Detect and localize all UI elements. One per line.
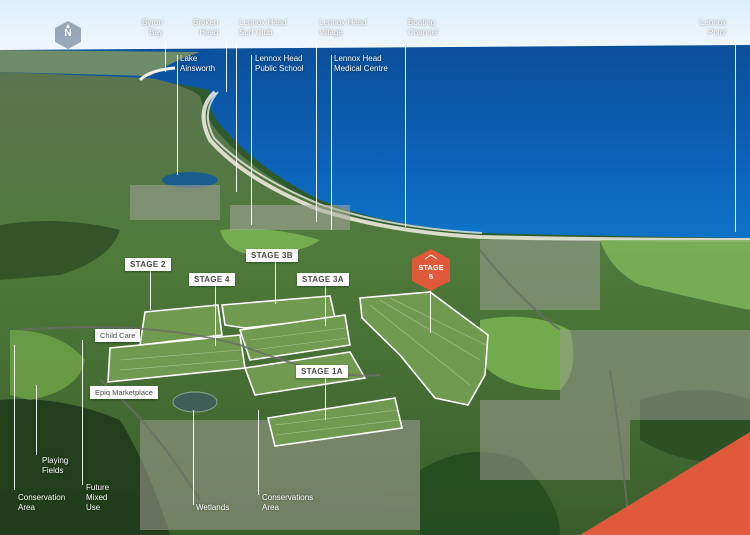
callout-line-conservations	[258, 410, 259, 495]
callout-line-village	[316, 42, 317, 222]
forest-left	[0, 221, 120, 280]
callout-line-lennox-point	[735, 42, 736, 232]
callout-line-stage5	[430, 288, 431, 333]
callout-line-conservation	[14, 345, 15, 490]
epiq-marketplace-pill[interactable]: Epiq Marketplace	[90, 386, 158, 399]
callout-line-byron	[165, 42, 166, 72]
development-parcels	[107, 291, 489, 447]
callout-line-surf-club	[236, 42, 237, 192]
label-wetlands: Wetlands	[196, 503, 230, 512]
callout-line-boating	[405, 42, 406, 227]
label-medical-centre: Lennox Head Medical Centre	[334, 54, 388, 73]
label-lake-ainsworth: Lake Ainsworth	[180, 54, 216, 73]
label-broken-head: Broken Head	[193, 18, 219, 37]
ocean	[0, 45, 750, 238]
north-label: N	[64, 28, 72, 39]
playing-fields-area	[10, 330, 85, 400]
label-future-mixed-use: Future Mixed Use	[86, 483, 110, 512]
label-public-school: Lennox Head Public School	[255, 54, 304, 73]
stage-3b-tag[interactable]: STAGE 3B	[246, 249, 298, 262]
callout-line-stage2	[150, 270, 151, 310]
lot-lines	[119, 297, 487, 436]
byron-beach	[138, 66, 176, 82]
callout-line-mixed	[82, 340, 83, 485]
surf	[207, 91, 483, 234]
callout-line-stage1a	[325, 378, 326, 420]
stage-2-parcel	[139, 304, 223, 346]
suburbs	[130, 185, 750, 530]
stage-4-tag[interactable]: STAGE 4	[189, 273, 235, 286]
wetlands-pond	[172, 391, 218, 413]
callout-line-broken-head	[226, 42, 227, 92]
callout-line-stage4	[215, 286, 216, 346]
label-byron-bay: Byron Bay	[142, 18, 163, 37]
label-playing-fields: Playing Fields	[42, 456, 69, 475]
label-lennox-village: Lennox Head Village	[319, 18, 367, 37]
sky	[0, 0, 750, 55]
label-lennox-point: Lennox Point	[700, 18, 727, 37]
corner-accent	[580, 432, 750, 535]
callout-line-lake	[177, 55, 178, 175]
callout-line-stage3a	[325, 286, 326, 326]
beach	[201, 90, 750, 242]
forest-bottom-left	[0, 399, 170, 535]
stage-5-label: STAGE	[418, 263, 444, 272]
label-lennox-surf-club: Lennox Head Surf Club	[239, 18, 287, 37]
field-center	[480, 316, 574, 390]
stage-1a-tag[interactable]: STAGE 1A	[296, 365, 348, 378]
stage-3a-tag[interactable]: STAGE 3A	[297, 273, 349, 286]
far-shore	[0, 50, 200, 76]
stage-1a-parcel	[267, 397, 403, 447]
callout-line-school	[251, 55, 252, 225]
child-care-pill[interactable]: Child Care	[95, 329, 141, 342]
stage-5-number: 5	[428, 272, 434, 281]
label-conservations-area: Conservations Area	[262, 493, 314, 512]
callout-line-wetlands	[193, 410, 194, 505]
label-boating-channel: Boating Channel	[408, 18, 438, 37]
stage-5-hexagon-icon	[412, 249, 450, 291]
north-arrow-icon: N	[54, 20, 82, 50]
field-right	[600, 240, 750, 310]
stage-2-tag[interactable]: STAGE 2	[125, 258, 171, 271]
callout-line-stage3b	[275, 262, 276, 304]
stage-3a-parcel	[238, 314, 351, 361]
field-upper	[220, 228, 320, 255]
callout-line-medical	[331, 55, 332, 230]
lake-ainsworth	[162, 172, 218, 188]
callout-line-playing	[36, 385, 37, 455]
label-conservation-area: Conservation Area	[18, 493, 66, 512]
stage-5-badge[interactable]: STAGE 5	[410, 248, 452, 292]
